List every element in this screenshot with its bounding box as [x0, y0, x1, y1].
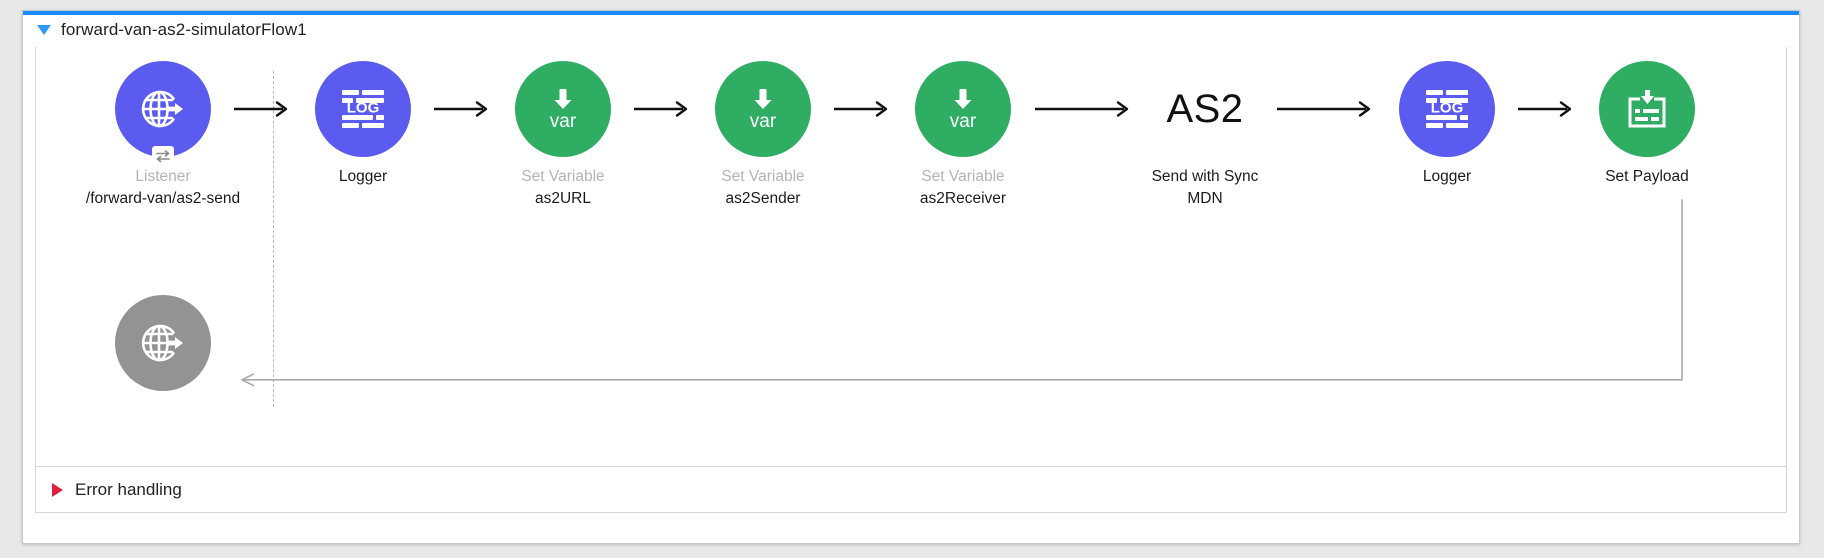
set-variable-as2sender-labels: Set Variable as2Sender — [679, 167, 847, 210]
log-document-icon: LOG — [1426, 90, 1468, 128]
set-variable-as2receiver-name-label: as2Receiver — [919, 189, 1007, 207]
flow-node-listener-response[interactable] — [88, 295, 238, 391]
exchange-arrows-icon — [152, 146, 174, 166]
set-payload-node-circle[interactable] — [1599, 61, 1695, 157]
connector-as2receiver-to-as2send — [1030, 61, 1138, 157]
set-variable-as2receiver-type-label: Set Variable — [921, 168, 1005, 185]
flow-panel: forward-van-as2-simulatorFlow1 — [22, 10, 1800, 544]
triangle-right-icon[interactable] — [52, 482, 63, 497]
logger2-node-labels: Logger — [1363, 167, 1531, 189]
logger1-type-label: Logger — [338, 168, 388, 185]
flow-node-listener[interactable]: Listener /forward-van/as2-send — [86, 61, 240, 210]
svg-text:LOG: LOG — [1431, 100, 1464, 117]
set-payload-node-labels: Set Payload — [1563, 167, 1731, 189]
logger1-node-labels: Logger — [279, 167, 447, 189]
arrow-right-icon — [634, 101, 688, 117]
listener-node-labels: Listener /forward-van/as2-send — [79, 167, 247, 210]
arrow-right-icon — [234, 101, 288, 117]
triangle-down-icon[interactable] — [37, 25, 51, 35]
flow-node-track: Listener /forward-van/as2-send — [36, 61, 1786, 271]
as2-send-name-label: MDN — [1187, 189, 1223, 207]
error-handling-section[interactable]: Error handling — [35, 467, 1787, 513]
flow-node-set-variable-as2sender[interactable]: var Set Variable as2Sender — [688, 61, 838, 210]
flow-header[interactable]: forward-van-as2-simulatorFlow1 — [23, 15, 1799, 45]
listener-type-label: Listener — [135, 168, 191, 185]
set-variable-as2sender-name-label: as2Sender — [725, 189, 801, 207]
as2-text-icon[interactable]: AS2 — [1166, 86, 1244, 131]
connector-as2sender-to-as2receiver — [830, 61, 896, 157]
as2-send-type-label: Send with Sync — [1151, 168, 1259, 185]
payload-inbox-icon — [1628, 90, 1666, 128]
connector-logger1-to-as2url — [430, 61, 496, 157]
var-down-arrow-icon: var — [550, 89, 577, 132]
arrow-right-icon — [1277, 101, 1371, 117]
arrow-right-icon — [1035, 101, 1129, 117]
svg-text:LOG: LOG — [347, 100, 380, 117]
flow-node-as2-send[interactable]: AS2 Send with Sync MDN — [1130, 61, 1280, 210]
logger2-type-label: Logger — [1422, 168, 1472, 185]
error-handling-label: Error handling — [75, 479, 182, 499]
globe-arrow-icon — [141, 324, 183, 362]
panel-accent-bar — [23, 11, 1799, 15]
flow-node-logger-2[interactable]: LOG Logger — [1372, 61, 1522, 189]
globe-arrow-icon — [141, 90, 183, 128]
set-variable-as2url-labels: Set Variable as2URL — [479, 167, 647, 210]
svg-text:var: var — [950, 111, 977, 132]
logger2-node-circle[interactable]: LOG — [1399, 61, 1495, 157]
var-down-arrow-icon: var — [950, 89, 977, 132]
log-document-icon: LOG — [342, 90, 384, 128]
svg-text:var: var — [550, 111, 577, 132]
arrow-right-icon — [434, 101, 488, 117]
arrow-right-icon — [834, 101, 888, 117]
logger1-node-circle[interactable]: LOG — [315, 61, 411, 157]
svg-text:var: var — [750, 111, 777, 132]
listener-response-circle[interactable] — [115, 295, 211, 391]
flow-node-set-variable-as2receiver[interactable]: var Set Variable as2Receiver — [888, 61, 1038, 210]
flow-node-set-variable-as2url[interactable]: var Set Variable as2URL — [488, 61, 638, 210]
flow-node-logger-1[interactable]: LOG Logger — [288, 61, 438, 189]
flow-node-set-payload[interactable]: Set Payload — [1572, 61, 1722, 189]
as2-send-labels: Send with Sync MDN — [1121, 167, 1289, 210]
set-variable-as2url-name-label: as2URL — [535, 189, 591, 207]
connector-logger2-to-setpayload — [1514, 61, 1580, 157]
flow-body: Listener /forward-van/as2-send — [35, 47, 1787, 467]
listener-name-label: /forward-van/as2-send — [85, 189, 241, 207]
connector-as2send-to-logger2 — [1272, 61, 1380, 157]
flow-title: forward-van-as2-simulatorFlow1 — [61, 20, 307, 39]
listener-node-circle[interactable] — [115, 61, 211, 166]
set-variable-as2sender-circle[interactable]: var — [715, 61, 811, 157]
arrow-right-icon — [1518, 101, 1572, 117]
set-variable-as2url-type-label: Set Variable — [521, 168, 605, 185]
set-variable-as2receiver-circle[interactable]: var — [915, 61, 1011, 157]
set-variable-as2receiver-labels: Set Variable as2Receiver — [879, 167, 1047, 210]
connector-listener-to-logger1 — [230, 61, 296, 157]
var-down-arrow-icon: var — [750, 89, 777, 132]
connector-as2url-to-as2sender — [630, 61, 696, 157]
set-variable-as2sender-type-label: Set Variable — [721, 168, 805, 185]
set-variable-as2url-circle[interactable]: var — [515, 61, 611, 157]
set-payload-type-label: Set Payload — [1605, 168, 1689, 185]
